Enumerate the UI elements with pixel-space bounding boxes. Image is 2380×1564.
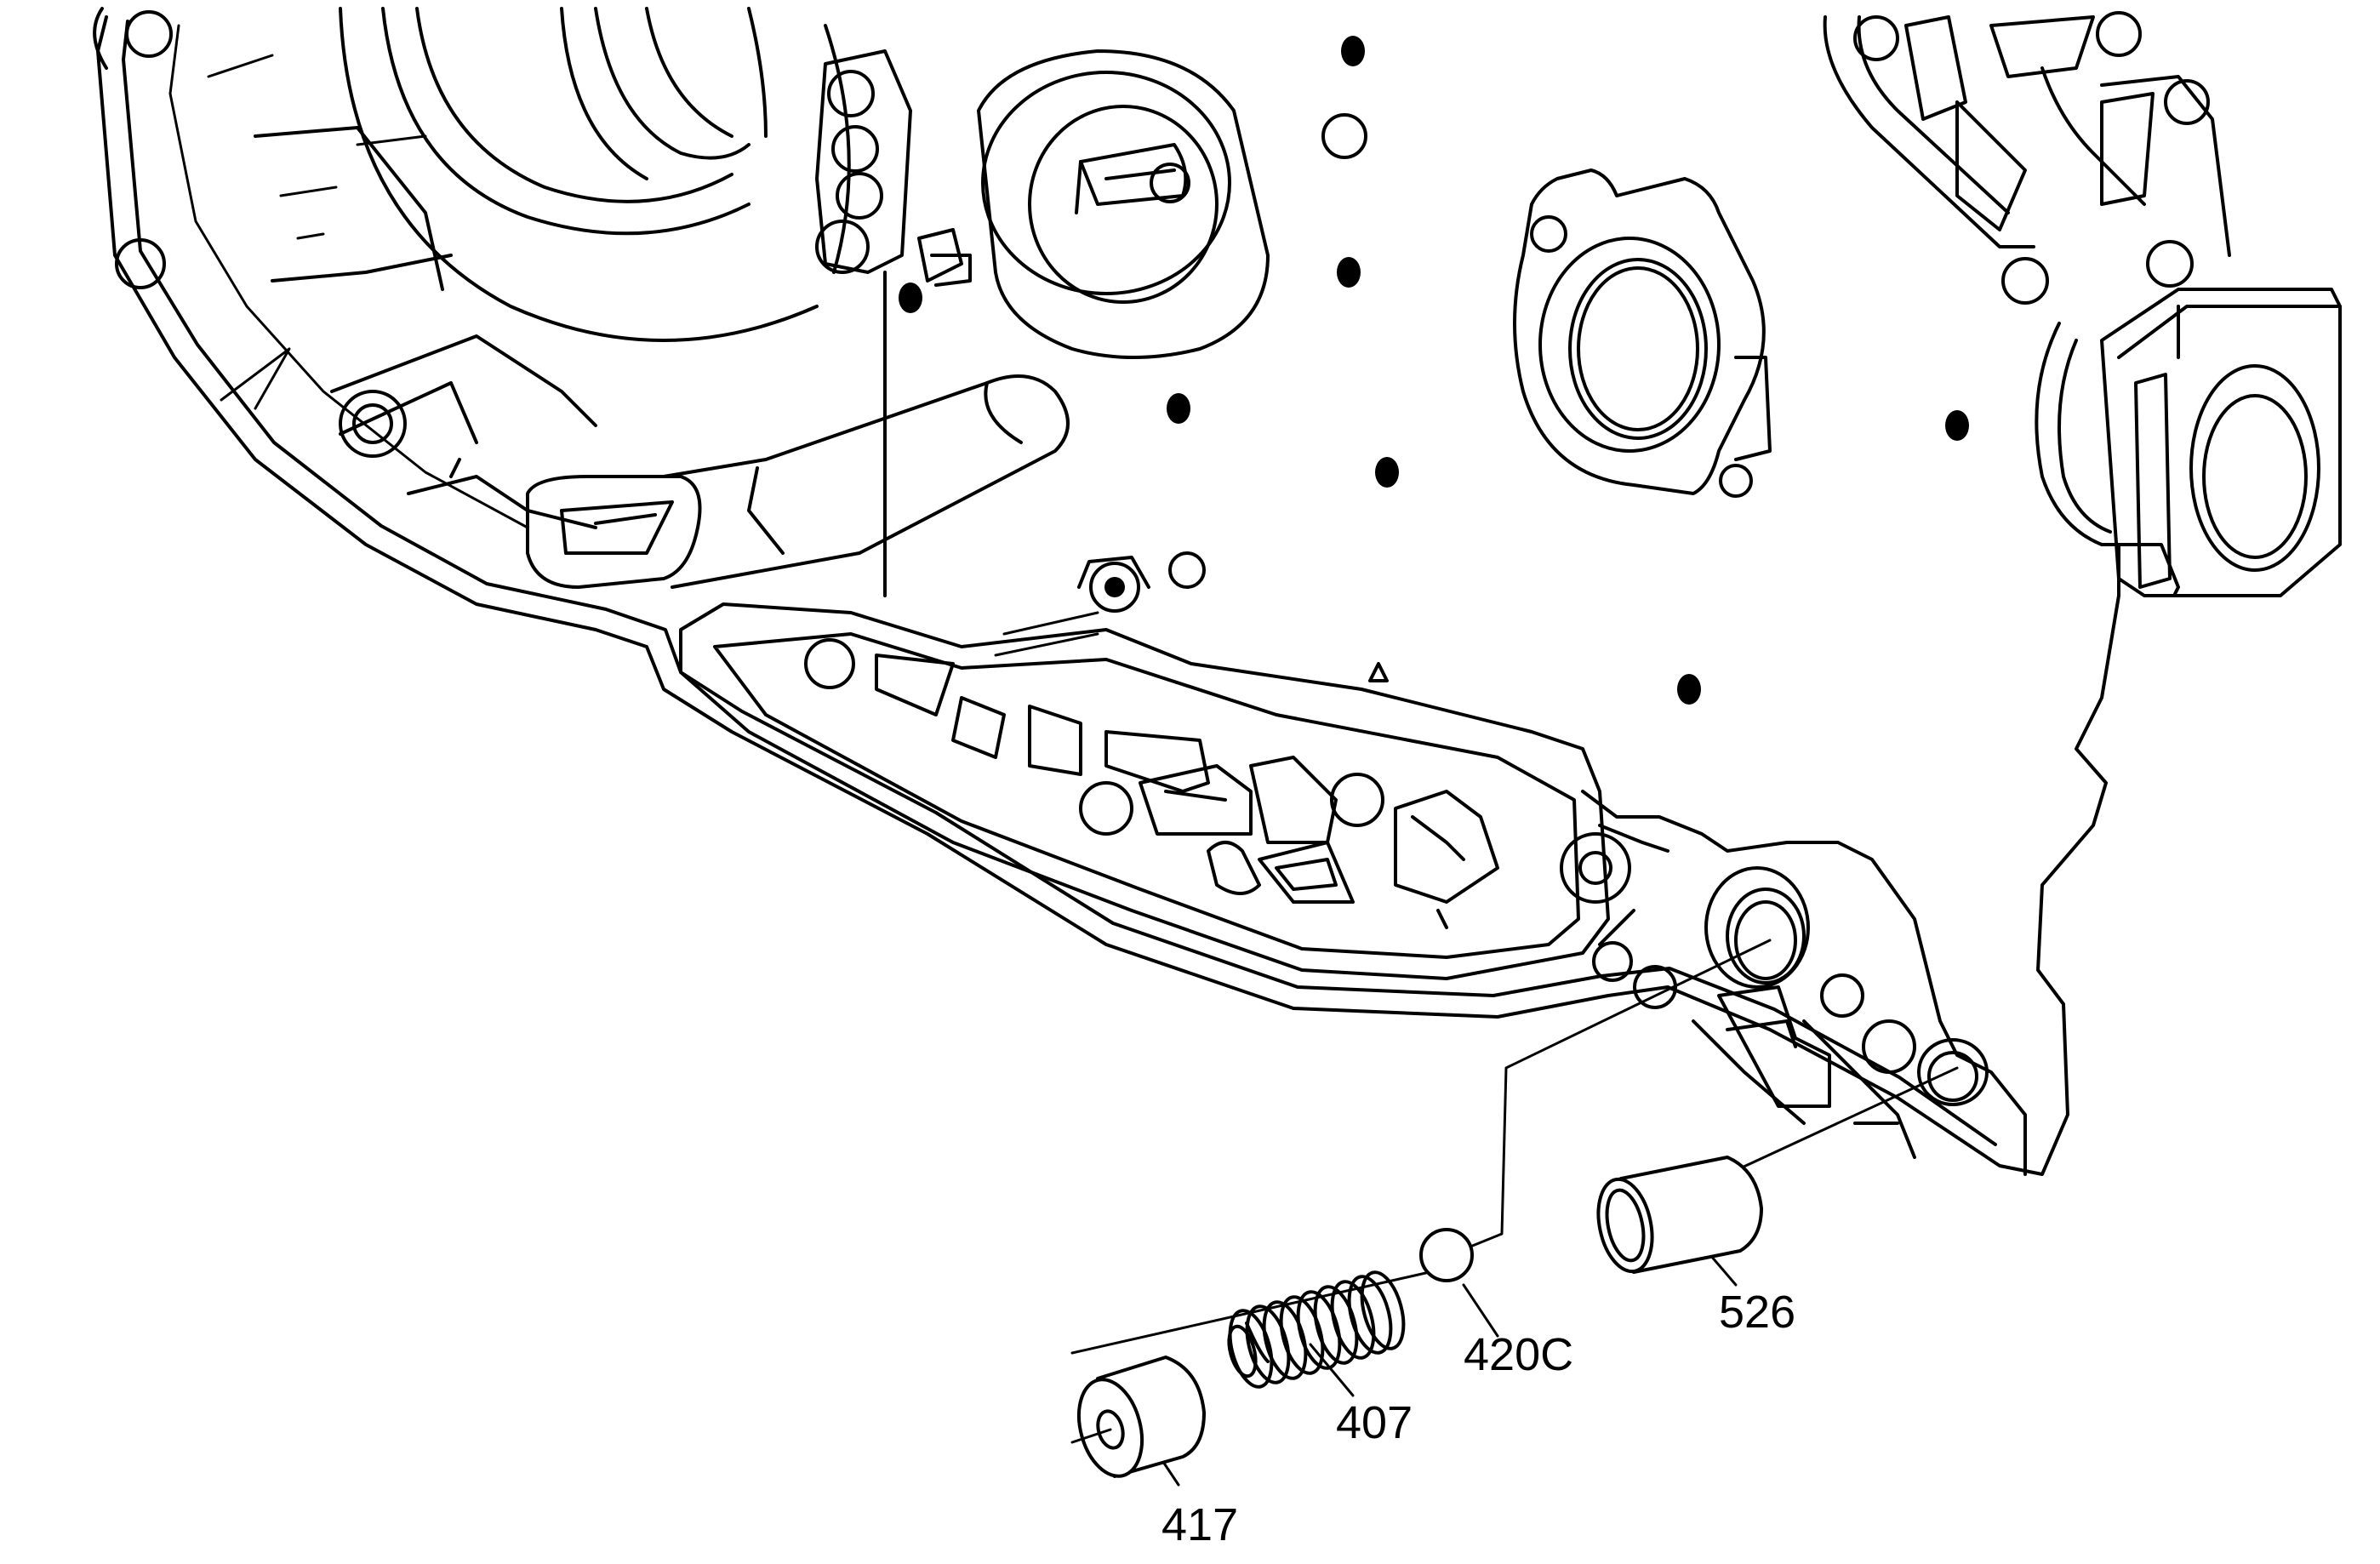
servo-cover-boss [1513,168,1772,498]
main-bore [339,7,851,342]
callout-407: 407 [1336,1397,1413,1448]
bolt-boss-cluster [815,49,972,597]
callout-labels: 417 407 420C 526 [1161,1287,1795,1550]
leader-420c [1462,1283,1499,1338]
threaded-holes [899,36,1969,705]
part-526-plug [1596,1156,1763,1274]
mounting-ears [93,7,407,458]
callout-526: 526 [1719,1287,1795,1338]
leader-407 [1309,1343,1355,1397]
detent-lever [526,374,1070,589]
part-407-spring [1227,1270,1406,1389]
channel-plate [679,556,1610,980]
cooler-line-boss [2100,288,2342,597]
accumulator-ring [977,49,1270,359]
part-420c-ball [1419,1228,1474,1282]
callout-420c: 420C [1464,1329,1573,1380]
part-417-plug [1070,1356,1206,1478]
case-upper-right [1823,11,2231,546]
leader-526-path [1726,1066,1959,1176]
case-lower-right [1560,790,2027,1176]
case-ribs-left [207,54,597,529]
leader-420c-path [1469,939,1772,1248]
callout-417: 417 [1161,1499,1238,1550]
case-outer-flange [96,15,2180,1176]
leader-lines [1070,939,1959,1487]
